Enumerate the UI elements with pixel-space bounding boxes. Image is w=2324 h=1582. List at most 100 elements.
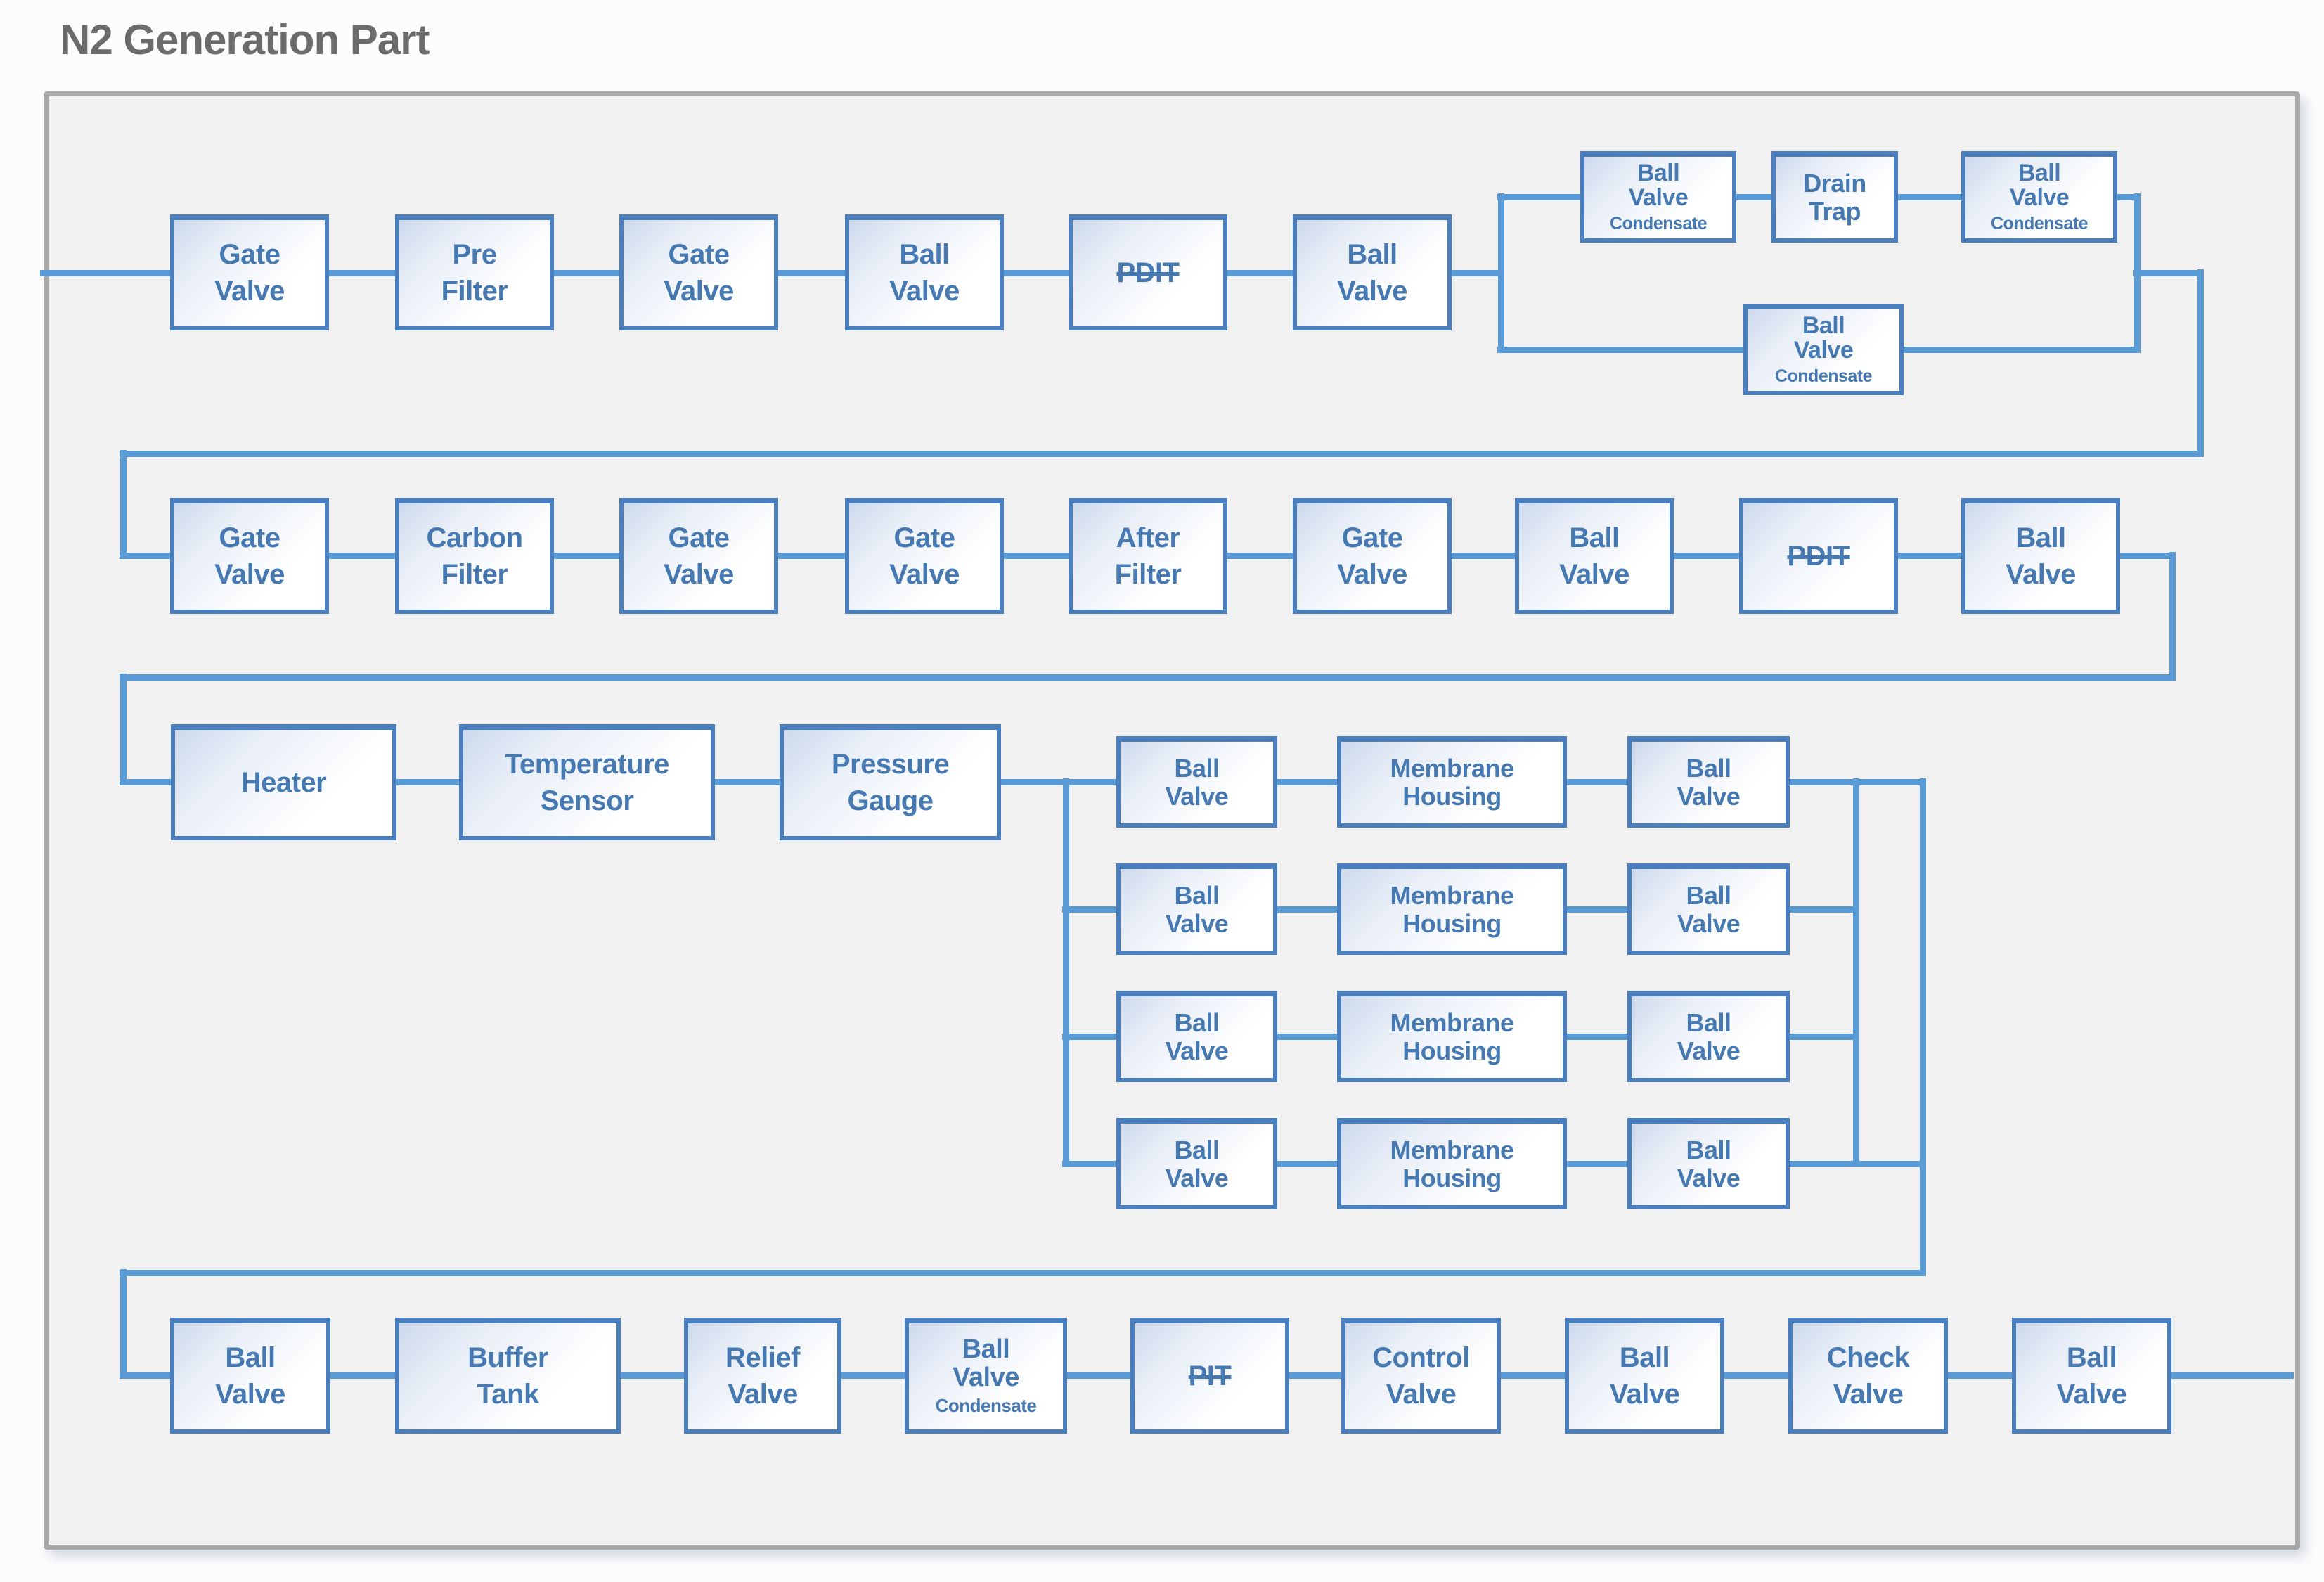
node-pre-filter: Pre Filter xyxy=(395,214,554,330)
connector-segment xyxy=(1062,778,1069,1167)
node-label: PIT xyxy=(1188,1360,1232,1391)
connector-segment xyxy=(120,552,174,559)
connector-segment xyxy=(1497,346,1747,353)
node-after-filter: After Filter xyxy=(1069,498,1227,614)
node-ball-valve: Ball Valve xyxy=(1627,1118,1790,1209)
node-label: Ball Valve xyxy=(1609,1342,1680,1410)
node-gate-valve: Gate Valve xyxy=(619,498,778,614)
connector-segment xyxy=(2114,193,2141,200)
page-title: N2 Generation Part xyxy=(60,16,430,63)
node-gate-valve: Gate Valve xyxy=(845,498,1004,614)
node-ball-valve: Ball Valve xyxy=(170,1318,330,1434)
node-label: Ball Valve xyxy=(889,239,960,307)
connector-segment xyxy=(1852,778,1859,1167)
node-pressure-gauge: Pressure Gauge xyxy=(780,724,1001,840)
connector-segment xyxy=(327,1372,399,1379)
node-label: Heater xyxy=(240,766,327,798)
node-label: Gate Valve xyxy=(1337,522,1407,590)
connector-segment xyxy=(1786,1160,1859,1167)
connector-segment xyxy=(120,1269,127,1379)
connector-segment xyxy=(1000,269,1072,276)
connector-segment xyxy=(1944,1372,2015,1379)
node-ball-valve: Ball Valve xyxy=(1515,498,1674,614)
connector-segment xyxy=(120,674,127,785)
node-label: Buffer Tank xyxy=(467,1342,548,1410)
connector-segment xyxy=(1062,906,1120,913)
connector-segment xyxy=(40,269,174,276)
connector-segment xyxy=(550,552,623,559)
node-ball-valve: Ball Valve xyxy=(1565,1318,1724,1434)
node-ball-valve: Ball Valve xyxy=(1116,1118,1277,1209)
node-ball-valve: Ball Valve xyxy=(1116,863,1277,955)
connector-segment xyxy=(1563,778,1631,785)
node-membrane-housing: Membrane Housing xyxy=(1337,1118,1567,1209)
node-label: PDIT xyxy=(1116,257,1180,288)
node-label: Ball Valve xyxy=(1677,753,1741,811)
connector-segment xyxy=(2117,552,2176,559)
node-label: Membrane Housing xyxy=(1390,753,1514,811)
connector-segment xyxy=(2197,269,2204,457)
node-label: Gate Valve xyxy=(664,239,734,307)
node-label: Ball Valve xyxy=(1165,753,1229,811)
node-ball-valve: Ball Valve xyxy=(1293,214,1452,330)
connector-segment xyxy=(1894,552,1965,559)
node-label: Relief Valve xyxy=(725,1342,800,1410)
connector-segment xyxy=(1786,778,1859,785)
node-ball-valve: Ball Valve xyxy=(1116,991,1277,1082)
connector-segment xyxy=(393,778,463,785)
node-temperature-sensor: Temperature Sensor xyxy=(459,724,715,840)
connector-segment xyxy=(2133,269,2204,276)
connector-segment xyxy=(1786,1033,1859,1040)
node-label: Ball Valve xyxy=(1165,1135,1229,1192)
connector-segment xyxy=(120,778,174,785)
node-label: Ball Valve xyxy=(2009,160,2070,211)
connector-segment xyxy=(1721,1372,1792,1379)
connector-segment xyxy=(120,674,2176,681)
connector-segment xyxy=(1064,1372,1134,1379)
connector-segment xyxy=(1274,1160,1341,1167)
connector-segment xyxy=(2168,1372,2294,1379)
node-label: Membrane Housing xyxy=(1390,880,1514,938)
node-membrane-housing: Membrane Housing xyxy=(1337,991,1567,1082)
connector-segment xyxy=(711,778,783,785)
connector-segment xyxy=(1563,1033,1631,1040)
node-label: Ball Valve xyxy=(1677,1008,1741,1065)
node-label: Pressure Gauge xyxy=(831,749,950,816)
connector-segment xyxy=(838,1372,908,1379)
node-label: Ball Valve xyxy=(2006,522,2076,590)
connector-segment xyxy=(1274,778,1341,785)
connector-segment xyxy=(1286,1372,1345,1379)
connector-segment xyxy=(1919,778,1926,1276)
node-heater: Heater xyxy=(171,724,396,840)
node-label: Membrane Housing xyxy=(1390,1008,1514,1065)
connector-segment xyxy=(1894,193,1965,200)
connector-segment xyxy=(2169,552,2176,681)
node-label: Carbon Filter xyxy=(426,522,524,590)
node-label: Ball Valve xyxy=(953,1334,1019,1392)
connector-segment xyxy=(1448,552,1518,559)
node-label: Ball Valve xyxy=(1628,160,1689,211)
connector-segment xyxy=(1563,906,1631,913)
connector-segment xyxy=(775,269,848,276)
node-relief-valve: Relief Valve xyxy=(684,1318,841,1434)
node-ball-valve: Ball Valve xyxy=(1961,498,2120,614)
node-ball-valve: Ball Valve xyxy=(1627,991,1790,1082)
connector-segment xyxy=(1062,1160,1120,1167)
connector-segment xyxy=(120,1372,174,1379)
node-ball-valve: Ball Valve xyxy=(845,214,1004,330)
node-control-valve: Control Valve xyxy=(1341,1318,1501,1434)
connector-segment xyxy=(120,450,2204,457)
node-membrane-housing: Membrane Housing xyxy=(1337,863,1567,955)
node-label: Temperature Sensor xyxy=(505,749,669,816)
node-label: Ball Valve xyxy=(2056,1342,2127,1410)
node-ball-valve: Ball Valve xyxy=(1627,736,1790,828)
connector-segment xyxy=(1062,1033,1120,1040)
connector-segment xyxy=(617,1372,687,1379)
connector-segment xyxy=(1733,193,1775,200)
node-label: Drain Trap xyxy=(1803,168,1866,226)
node-pdit: PDIT xyxy=(1069,214,1227,330)
node-buffer-tank: Buffer Tank xyxy=(395,1318,621,1434)
node-sublabel: Condensate xyxy=(1774,366,1873,386)
